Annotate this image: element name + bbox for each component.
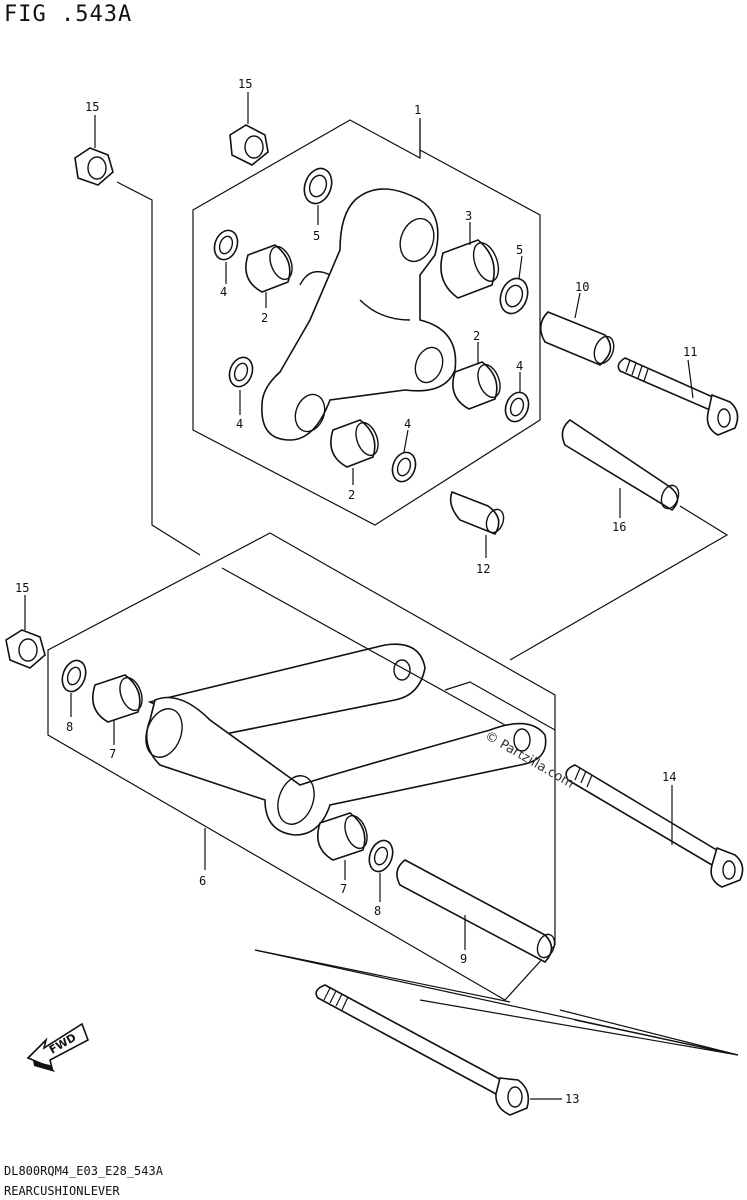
callout-7: 7 — [109, 747, 116, 761]
callout-7: 7 — [340, 882, 347, 896]
washer-part-8[interactable] — [365, 837, 397, 875]
callout-4: 4 — [236, 417, 243, 431]
washer-part-4[interactable] — [226, 354, 257, 390]
spacer-part-12[interactable] — [449, 490, 507, 535]
bushing-part-7[interactable] — [92, 674, 146, 723]
callout-3: 3 — [465, 209, 472, 223]
washer-part-5[interactable] — [300, 165, 337, 208]
washer-part-8[interactable] — [58, 657, 90, 695]
bushing-part-2[interactable] — [245, 244, 296, 293]
callout-5: 5 — [313, 229, 320, 243]
callout-14: 14 — [662, 770, 676, 784]
callout-4: 4 — [404, 417, 411, 431]
bushing-part-3[interactable] — [440, 239, 503, 299]
cushion-rod-part-6[interactable] — [139, 643, 547, 836]
callout-12: 12 — [476, 562, 490, 576]
callout-1: 1 — [414, 103, 421, 117]
callout-15: 15 — [238, 77, 252, 91]
callout-13: 13 — [565, 1092, 579, 1106]
lower-group-outline — [47, 532, 556, 1001]
callout-15: 15 — [15, 581, 29, 595]
washer-part-4[interactable] — [211, 227, 242, 263]
nut-part-15[interactable] — [74, 147, 114, 186]
nut-part-15[interactable] — [229, 124, 269, 166]
bolt-part-13[interactable] — [315, 984, 530, 1116]
callout-4: 4 — [516, 359, 523, 373]
washer-part-4[interactable] — [389, 449, 420, 485]
callout-9: 9 — [460, 952, 467, 966]
bolt-part-14[interactable] — [565, 764, 744, 888]
callout-6: 6 — [199, 874, 206, 888]
collar-part-10[interactable] — [539, 311, 618, 366]
figure-title: FIG .543A — [4, 2, 133, 27]
callout-15: 15 — [85, 100, 99, 114]
shaft-part-16[interactable] — [561, 419, 681, 512]
bushing-part-2[interactable] — [330, 419, 382, 468]
callout-8: 8 — [66, 720, 73, 734]
nut-part-15[interactable] — [5, 629, 46, 669]
bolt-part-11[interactable] — [617, 357, 739, 436]
callout-2: 2 — [261, 311, 268, 325]
callout-16: 16 — [612, 520, 626, 534]
callout-11: 11 — [683, 345, 697, 359]
shaft-part-9[interactable] — [396, 859, 558, 963]
bushing-part-2[interactable] — [452, 361, 504, 410]
part-name: REARCUSHIONLEVER — [4, 1184, 120, 1198]
callout-5: 5 — [516, 243, 523, 257]
model-code: DL800RQM4_E03_E28_543A — [4, 1164, 163, 1178]
bushing-part-7[interactable] — [317, 812, 371, 861]
callout-8: 8 — [374, 904, 381, 918]
washer-part-4[interactable] — [502, 389, 533, 425]
callout-2: 2 — [348, 488, 355, 502]
forward-arrow-icon: FWD — [26, 1022, 89, 1072]
callout-10: 10 — [575, 280, 589, 294]
callout-4: 4 — [220, 285, 227, 299]
cushion-lever-part-1[interactable] — [261, 188, 457, 441]
callout-2: 2 — [473, 329, 480, 343]
washer-part-5[interactable] — [496, 275, 533, 318]
